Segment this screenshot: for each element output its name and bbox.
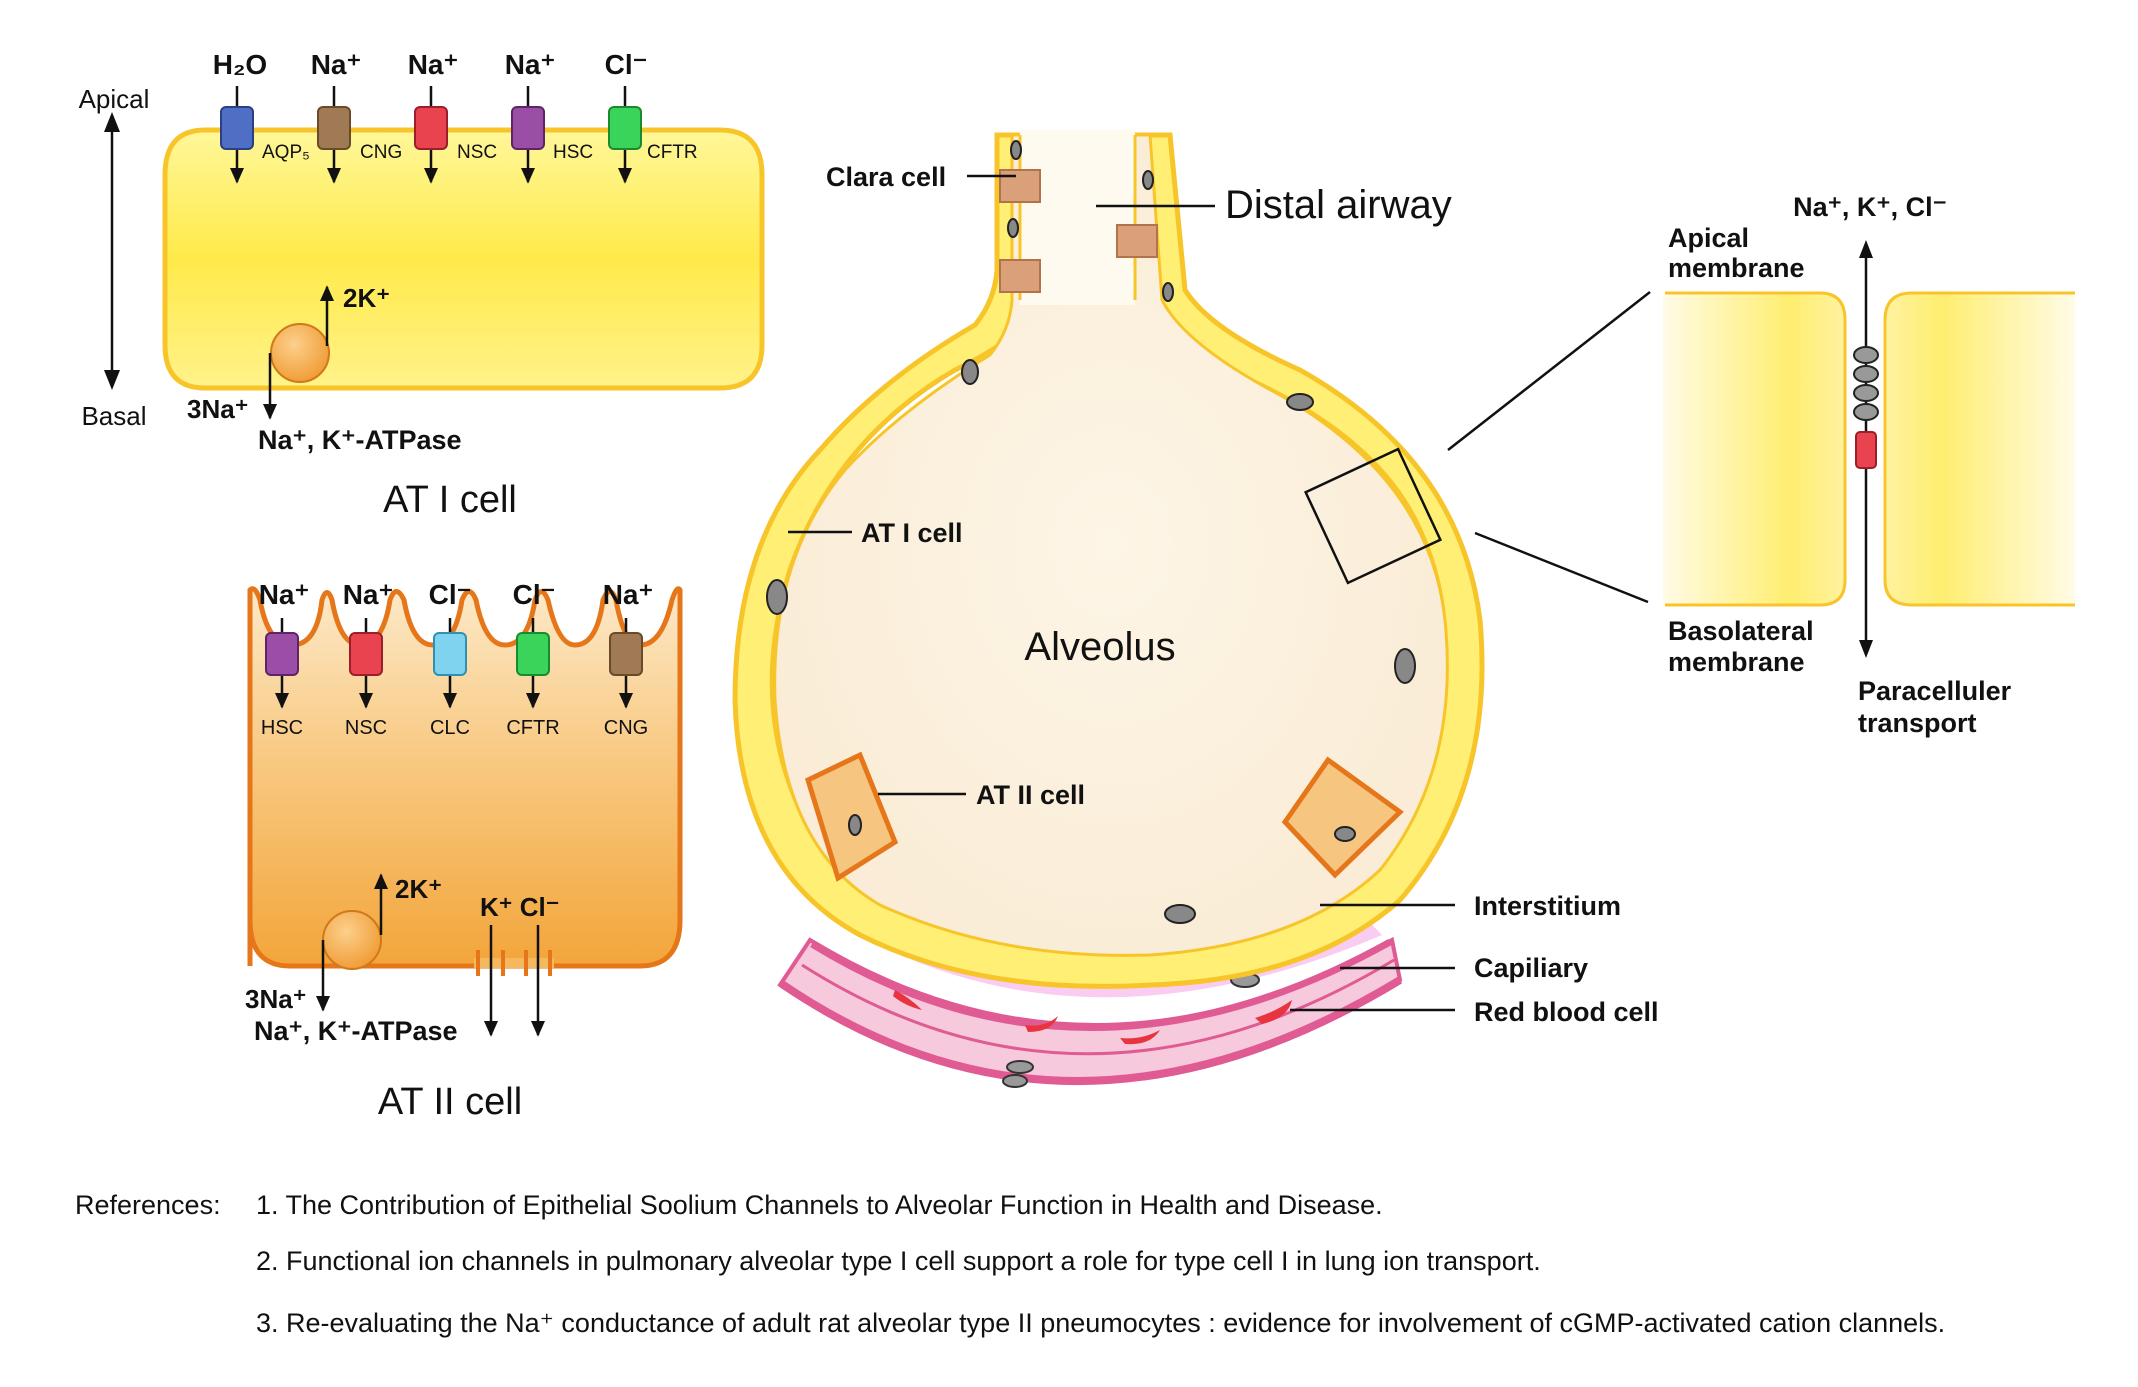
- channel-label-cftr: CFTR: [506, 717, 559, 739]
- channel-label-cftr: CFTR: [647, 142, 698, 163]
- label-alveolus: Alveolus: [1024, 625, 1175, 669]
- at2-channel-clc: Cl⁻ CLC: [429, 579, 472, 739]
- channel-label-clc: CLC: [430, 717, 470, 739]
- pump-k-label: 2K⁺: [395, 874, 442, 904]
- junction-left-cell: [1663, 293, 1845, 605]
- pump-name-label: Na⁺, K⁺-ATPase: [254, 1016, 458, 1046]
- basolateral-membrane-label-1: Basolateral: [1668, 616, 1814, 646]
- label-at2-cell: AT II cell: [976, 780, 1085, 810]
- ion-label-na: Na⁺: [343, 579, 394, 610]
- red-blood-cells: [893, 990, 1292, 1045]
- at1-channel-aqp5: H₂O AQP₅: [213, 49, 310, 184]
- ion-label-na: Na⁺: [408, 49, 459, 80]
- ion-label-na: Na⁺: [259, 579, 310, 610]
- label-capillary: Capiliary: [1474, 953, 1588, 983]
- at1-channel-hsc: Na⁺ HSC: [505, 49, 593, 184]
- label-distal-airway: Distal airway: [1225, 183, 1452, 227]
- at2-cell-body: [247, 586, 683, 969]
- channel-label-nsc: NSC: [457, 142, 497, 163]
- kcl-label: K⁺ Cl⁻: [480, 892, 559, 922]
- pump-k-label: 2K⁺: [343, 283, 390, 313]
- label-at1-cell: AT I cell: [861, 518, 963, 548]
- tight-junction-proteins: [1853, 346, 1879, 421]
- apical-label: Apical: [79, 84, 150, 114]
- at1-nuclei: [766, 140, 1416, 924]
- at2-channel-hsc: Na⁺ HSC: [259, 579, 310, 739]
- at2-na-k-atpase-pump: 2K⁺ 3Na⁺ Na⁺, K⁺-ATPase: [245, 873, 458, 1046]
- basolateral-membrane-label-2: membrane: [1668, 647, 1805, 677]
- at2-cells-in-wall: [804, 751, 1404, 882]
- channel-label-nsc: NSC: [345, 717, 387, 739]
- at2-k-cl-channels: K⁺ Cl⁻: [474, 892, 559, 1037]
- at1-cell-panel: Apical Basal H₂O AQP₅ Na⁺ CNG Na⁺ NSC Na…: [79, 49, 765, 521]
- paracellular-label-1: Paracelluler: [1858, 676, 2012, 706]
- ion-label-h2o: H₂O: [213, 49, 267, 80]
- at2-channel-nsc: Na⁺ NSC: [343, 579, 394, 739]
- at1-channel-nsc: Na⁺ NSC: [408, 49, 497, 184]
- junction-right-cell: [1885, 293, 2075, 605]
- at1-channel-cng: Na⁺ CNG: [311, 49, 402, 184]
- tight-junction-inset: Na⁺, K⁺, Cl⁻ Apical membrane Basolateral…: [1663, 192, 2075, 738]
- channel-label-hsc: HSC: [261, 717, 303, 739]
- pump-na-label: 3Na⁺: [245, 984, 306, 1014]
- apical-membrane-label-2: membrane: [1668, 253, 1805, 283]
- ion-label-na: Na⁺: [311, 49, 362, 80]
- channel-label-cng: CNG: [360, 142, 402, 163]
- pump-na-label: 3Na⁺: [187, 394, 248, 424]
- paracellular-label-2: transport: [1858, 708, 1977, 738]
- basal-label: Basal: [81, 401, 146, 431]
- ion-label-cl: Cl⁻: [429, 579, 472, 610]
- ion-label-cl: Cl⁻: [605, 49, 648, 80]
- apical-membrane-label-1: Apical: [1668, 223, 1749, 253]
- at1-cell-title: AT I cell: [383, 479, 517, 521]
- at2-channel-cftr: Cl⁻ CFTR: [506, 579, 559, 739]
- channel-label-hsc: HSC: [553, 142, 593, 163]
- channel-label-aqp5: AQP₅: [262, 142, 310, 163]
- at1-cell-body: [162, 127, 765, 391]
- at2-cell-title: AT II cell: [378, 1081, 522, 1123]
- channel-label-cng: CNG: [604, 717, 648, 739]
- junction-channel: [1855, 431, 1877, 469]
- label-clara-cell: Clara cell: [826, 162, 946, 192]
- ion-label-cl: Cl⁻: [513, 579, 556, 610]
- label-red-blood-cell: Red blood cell: [1474, 997, 1659, 1027]
- at1-na-k-atpase-pump: 2K⁺ 3Na⁺ Na⁺, K⁺-ATPase: [187, 283, 462, 455]
- junction-ions-label: Na⁺, K⁺, Cl⁻: [1793, 192, 1947, 222]
- at2-channel-cng: Na⁺ CNG: [603, 579, 654, 739]
- at2-cell-panel: Na⁺ HSC Na⁺ NSC Cl⁻ CLC Cl⁻ CFTR Na⁺: [245, 579, 683, 1123]
- junction-inset-box: [1303, 447, 1443, 585]
- ion-label-na: Na⁺: [505, 49, 556, 80]
- alveolus-illustration: Clara cell Distal airway AT I cell Alveo…: [732, 130, 1659, 1088]
- label-interstitium: Interstitium: [1474, 891, 1621, 921]
- at1-channel-cftr: Cl⁻ CFTR: [605, 49, 698, 184]
- alveolar-lumen: [773, 133, 1449, 957]
- pump-name-label: Na⁺, K⁺-ATPase: [258, 425, 462, 455]
- ion-label-na: Na⁺: [603, 579, 654, 610]
